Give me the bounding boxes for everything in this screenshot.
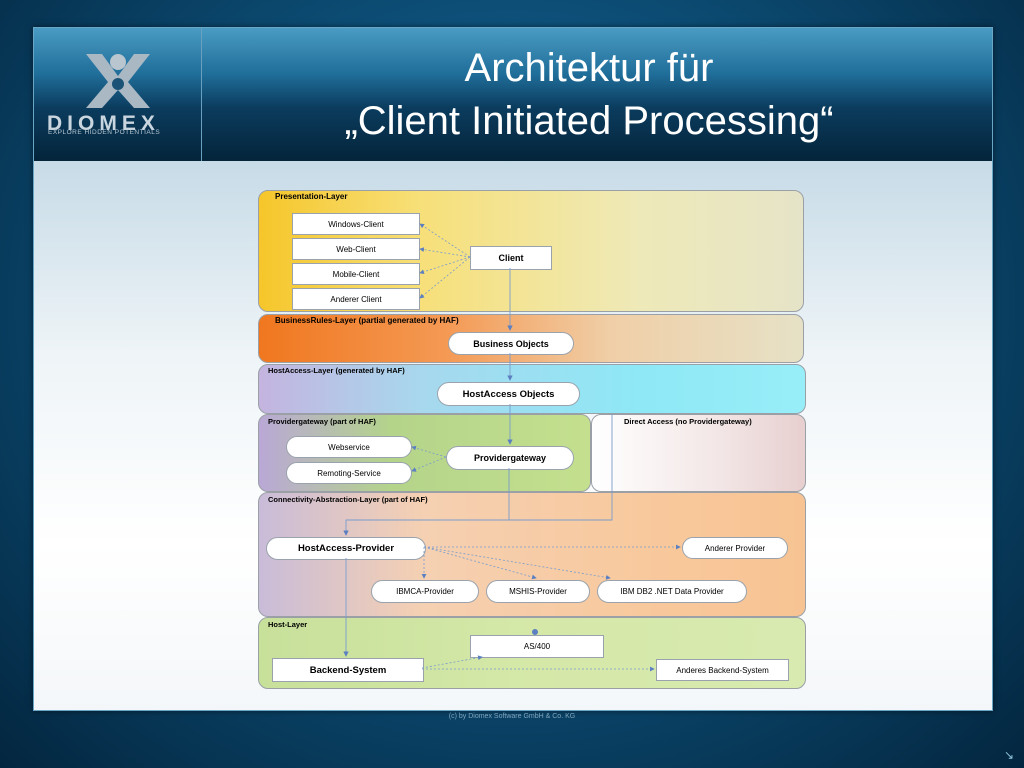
backend-system-box: Backend-System [272, 658, 424, 682]
direct-access-layer [591, 414, 806, 492]
client-box: Client [470, 246, 552, 270]
logo-text: DIOMEX [47, 112, 160, 135]
ibm-db2-provider-box: IBM DB2 .NET Data Provider [597, 580, 747, 603]
host-layer-label: Host-Layer [268, 620, 308, 629]
presentation-layer-label: Presentation-Layer [275, 192, 348, 201]
logo: DIOMEX EXPLORE HIDDEN POTENTIALS [34, 28, 202, 161]
diomex-logo-icon [86, 54, 150, 108]
business-objects-box: Business Objects [448, 332, 574, 355]
businessrules-layer-label: BusinessRules-Layer (partial generated b… [275, 316, 459, 325]
ibmca-provider-box: IBMCA-Provider [371, 580, 479, 603]
anderer-client-box: Anderer Client [292, 288, 420, 310]
footer-copyright: (c) by Diomex Software GmbH & Co. KG [448, 713, 576, 720]
remoting-service-box: Remoting-Service [286, 462, 412, 484]
connectivity-layer-label: Connectivity-Abstraction-Layer (part of … [268, 495, 428, 504]
slide-header: DIOMEX EXPLORE HIDDEN POTENTIALS Archite… [34, 28, 992, 161]
direct-access-layer-label: Direct Access (no Providergateway) [624, 417, 752, 426]
web-client-box: Web-Client [292, 238, 420, 260]
mshis-provider-box: MSHIS-Provider [486, 580, 590, 603]
providergateway-layer-label: Providergateway (part of HAF) [268, 417, 376, 426]
as400-box: AS/400 [470, 635, 604, 658]
hostaccess-objects-box: HostAccess Objects [437, 382, 580, 406]
hostaccess-layer-label: HostAccess-Layer (generated by HAF) [268, 366, 405, 375]
anderes-backend-box: Anderes Backend-System [656, 659, 789, 681]
corner-arrow-icon: ↘ [1003, 748, 1014, 762]
anderer-provider-box: Anderer Provider [682, 537, 788, 559]
as400-connector-icon [532, 629, 538, 635]
mobile-client-box: Mobile-Client [292, 263, 420, 285]
slide-title-line-1: Architektur für [464, 46, 714, 90]
providergateway-box: Providergateway [446, 446, 574, 470]
logo-tagline: EXPLORE HIDDEN POTENTIALS [48, 129, 161, 136]
slide-title-line-2: „Client Initiated Processing“ [344, 99, 834, 143]
webservice-box: Webservice [286, 436, 412, 458]
